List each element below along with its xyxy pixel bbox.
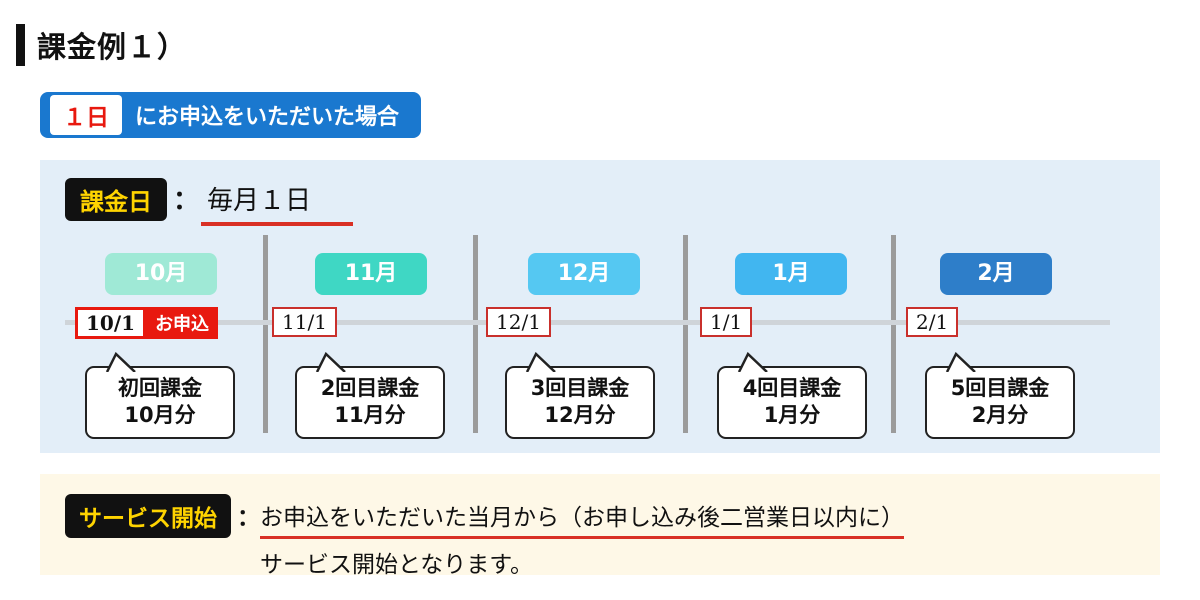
month-chip-november: 11月	[315, 253, 427, 295]
billing-bubble-4: 4回目課金 1月分	[717, 352, 867, 439]
date-marker-dec1: 12/1	[486, 307, 551, 337]
title-accent-bar	[16, 24, 25, 66]
apply-day-chip: １日	[50, 95, 122, 135]
date-label: 1/1	[700, 307, 753, 337]
bubble-line2: 10月分	[124, 403, 196, 428]
speech-tail-icon	[105, 352, 136, 372]
service-text-line1: お申込をいただいた当月から（お申し込み後二営業日以内に）	[260, 498, 904, 539]
timeline-axis	[65, 320, 1110, 325]
service-start-row: サービス開始 ： お申込をいただいた当月から（お申し込み後二営業日以内に） サー…	[65, 494, 904, 579]
bubble-line2: 11月分	[334, 403, 406, 428]
billing-day-row: 課金日 ： 毎月１日	[65, 178, 354, 226]
page-title-text: 課金例１）	[37, 30, 188, 64]
bubble-line1: 初回課金	[118, 376, 202, 400]
date-marker-oct1: 10/1 お申込	[75, 307, 219, 339]
bubble-line1: 2回目課金	[320, 376, 420, 400]
bubble-line1: 3回目課金	[530, 376, 630, 400]
bubble-line2: 1月分	[763, 403, 821, 428]
month-chip-october: 10月	[105, 253, 217, 295]
bubble-line2: 12月分	[544, 403, 616, 428]
month-chip-december: 12月	[528, 253, 640, 295]
timeline-divider	[891, 235, 896, 433]
service-separator: ：	[237, 505, 260, 531]
month-chip-january: 1月	[735, 253, 847, 295]
apply-case-label: にお申込をいただいた場合	[135, 105, 400, 130]
apply-tag: お申込	[146, 307, 219, 339]
date-marker-nov1: 11/1	[272, 307, 337, 337]
service-start-text: お申込をいただいた当月から（お申し込み後二営業日以内に） サービス開始となります…	[260, 498, 904, 579]
page-title: 課金例１）	[16, 24, 187, 66]
timeline-divider	[683, 235, 688, 433]
date-label: 11/1	[272, 307, 337, 337]
billing-bubble-2: 2回目課金 11月分	[295, 352, 445, 439]
billing-day-label: 課金日	[65, 178, 167, 221]
date-marker-feb1: 2/1	[906, 307, 959, 337]
timeline-divider	[263, 235, 268, 433]
bubble-line2: 2月分	[971, 403, 1029, 428]
bubble-line1: 5回目課金	[950, 376, 1050, 400]
apply-case-badge: １日 にお申込をいただいた場合	[40, 92, 422, 138]
timeline-divider	[473, 235, 478, 433]
date-label: 2/1	[906, 307, 959, 337]
bubble-line1: 4回目課金	[742, 376, 842, 400]
service-text-line2: サービス開始となります。	[260, 552, 534, 578]
billing-bubble-5: 5回目課金 2月分	[925, 352, 1075, 439]
billing-day-value: 毎月１日	[201, 180, 354, 226]
service-start-label: サービス開始	[65, 494, 231, 538]
date-label: 10/1	[75, 307, 147, 339]
billing-bubble-1: 初回課金 10月分	[85, 352, 235, 439]
billing-timeline-panel: 課金日 ： 毎月１日 10月 11月 12月 1月 2月 10/1 お申込 11…	[40, 160, 1160, 453]
speech-tail-icon	[525, 352, 556, 372]
speech-tail-icon	[737, 352, 768, 372]
billing-bubble-3: 3回目課金 12月分	[505, 352, 655, 439]
month-chip-february: 2月	[940, 253, 1052, 295]
speech-tail-icon	[945, 352, 976, 372]
service-start-panel: サービス開始 ： お申込をいただいた当月から（お申し込み後二営業日以内に） サー…	[40, 474, 1160, 578]
date-label: 12/1	[486, 307, 551, 337]
date-marker-jan1: 1/1	[700, 307, 753, 337]
speech-tail-icon	[315, 352, 346, 372]
billing-separator: ：	[173, 186, 200, 216]
